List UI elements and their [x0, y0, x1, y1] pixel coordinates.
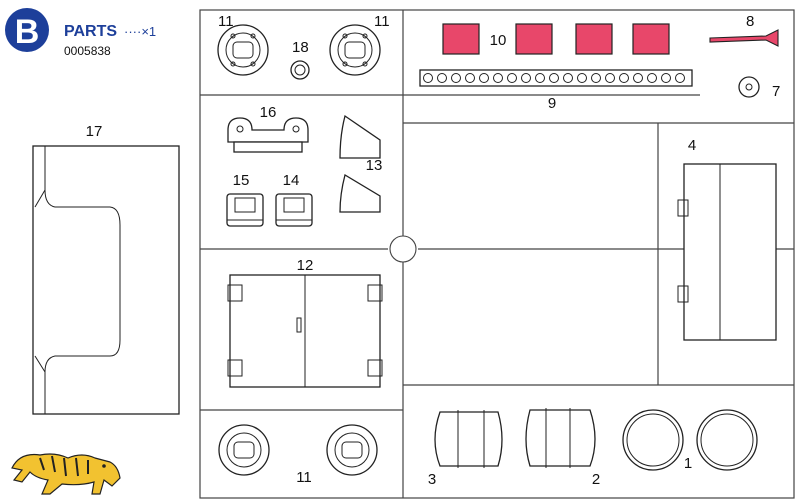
part-3-label: 3: [428, 471, 436, 488]
sprue-center-hub: [389, 235, 417, 263]
part-16-label: 16: [260, 104, 277, 121]
part-11-wheel-bottom-right: [326, 424, 378, 476]
part-3-tank: [434, 410, 503, 468]
bolt-head: [493, 73, 503, 83]
part-14-label: 14: [283, 172, 300, 189]
part-18-label: 18: [292, 39, 309, 56]
bolt-head: [647, 73, 657, 83]
bolt-head: [535, 73, 545, 83]
bolt-head: [577, 73, 587, 83]
bolt-head: [661, 73, 671, 83]
bolt-head: [479, 73, 489, 83]
part-13-label: 13: [366, 157, 383, 174]
sprue-frame: [199, 9, 795, 499]
bolt-head: [521, 73, 531, 83]
part-9-bolt-strip: [419, 69, 693, 87]
part-7-disc: [738, 76, 760, 98]
bolt-head: [563, 73, 573, 83]
part-13-mirrors: [339, 114, 381, 213]
part-11-label-top-left: 11: [218, 13, 234, 30]
tiger-icon: [11, 453, 121, 495]
bolt-head: [437, 73, 447, 83]
part-2-label: 2: [592, 471, 600, 488]
part-4-door-panel: [677, 163, 777, 341]
parts-label: PARTS: [64, 23, 117, 40]
parts-quantity: ····×1: [124, 24, 156, 39]
bolt-head: [465, 73, 475, 83]
part-9-label: 9: [548, 95, 556, 112]
bolt-head: [423, 73, 433, 83]
part-11-wheel-top-right: [329, 24, 381, 76]
part-17-panel: [32, 145, 180, 415]
part-15-label: 15: [233, 172, 250, 189]
bolt-head: [507, 73, 517, 83]
part-11-label-bottom: 11: [296, 469, 312, 486]
part-11-wheel-top-left: [217, 24, 269, 76]
part-12-doors: [227, 274, 383, 388]
part-8-antenna: [709, 29, 779, 47]
part-1-rings: [622, 409, 758, 471]
part-16-bracket: [227, 117, 309, 153]
part-1-label: 1: [684, 455, 692, 472]
bolt-head: [675, 73, 685, 83]
bolt-head: [619, 73, 629, 83]
part-10-label: 10: [490, 32, 507, 49]
part-4-label: 4: [688, 137, 696, 154]
part-8-label: 8: [746, 13, 754, 30]
part-15-housing: [226, 193, 264, 227]
part-14-housing: [275, 193, 313, 227]
part-12-label: 12: [297, 257, 314, 274]
bolt-head: [451, 73, 461, 83]
bolt-head: [591, 73, 601, 83]
part-7-label: 7: [772, 83, 780, 100]
bolt-head: [549, 73, 559, 83]
bolt-head: [633, 73, 643, 83]
part-18-washer: [290, 60, 310, 80]
badge-circle: [5, 8, 49, 52]
bolt-head: [605, 73, 615, 83]
part-2-tank: [525, 408, 596, 468]
part-code: 0005838: [64, 44, 111, 58]
part-17-label: 17: [86, 123, 103, 140]
badge-letter: B: [15, 13, 40, 51]
sprue-badge: B: [5, 8, 49, 52]
part-10-lamps: [442, 23, 670, 55]
part-11-wheel-bottom-left: [218, 424, 270, 476]
part-11-label-top-right: 11: [374, 13, 390, 30]
